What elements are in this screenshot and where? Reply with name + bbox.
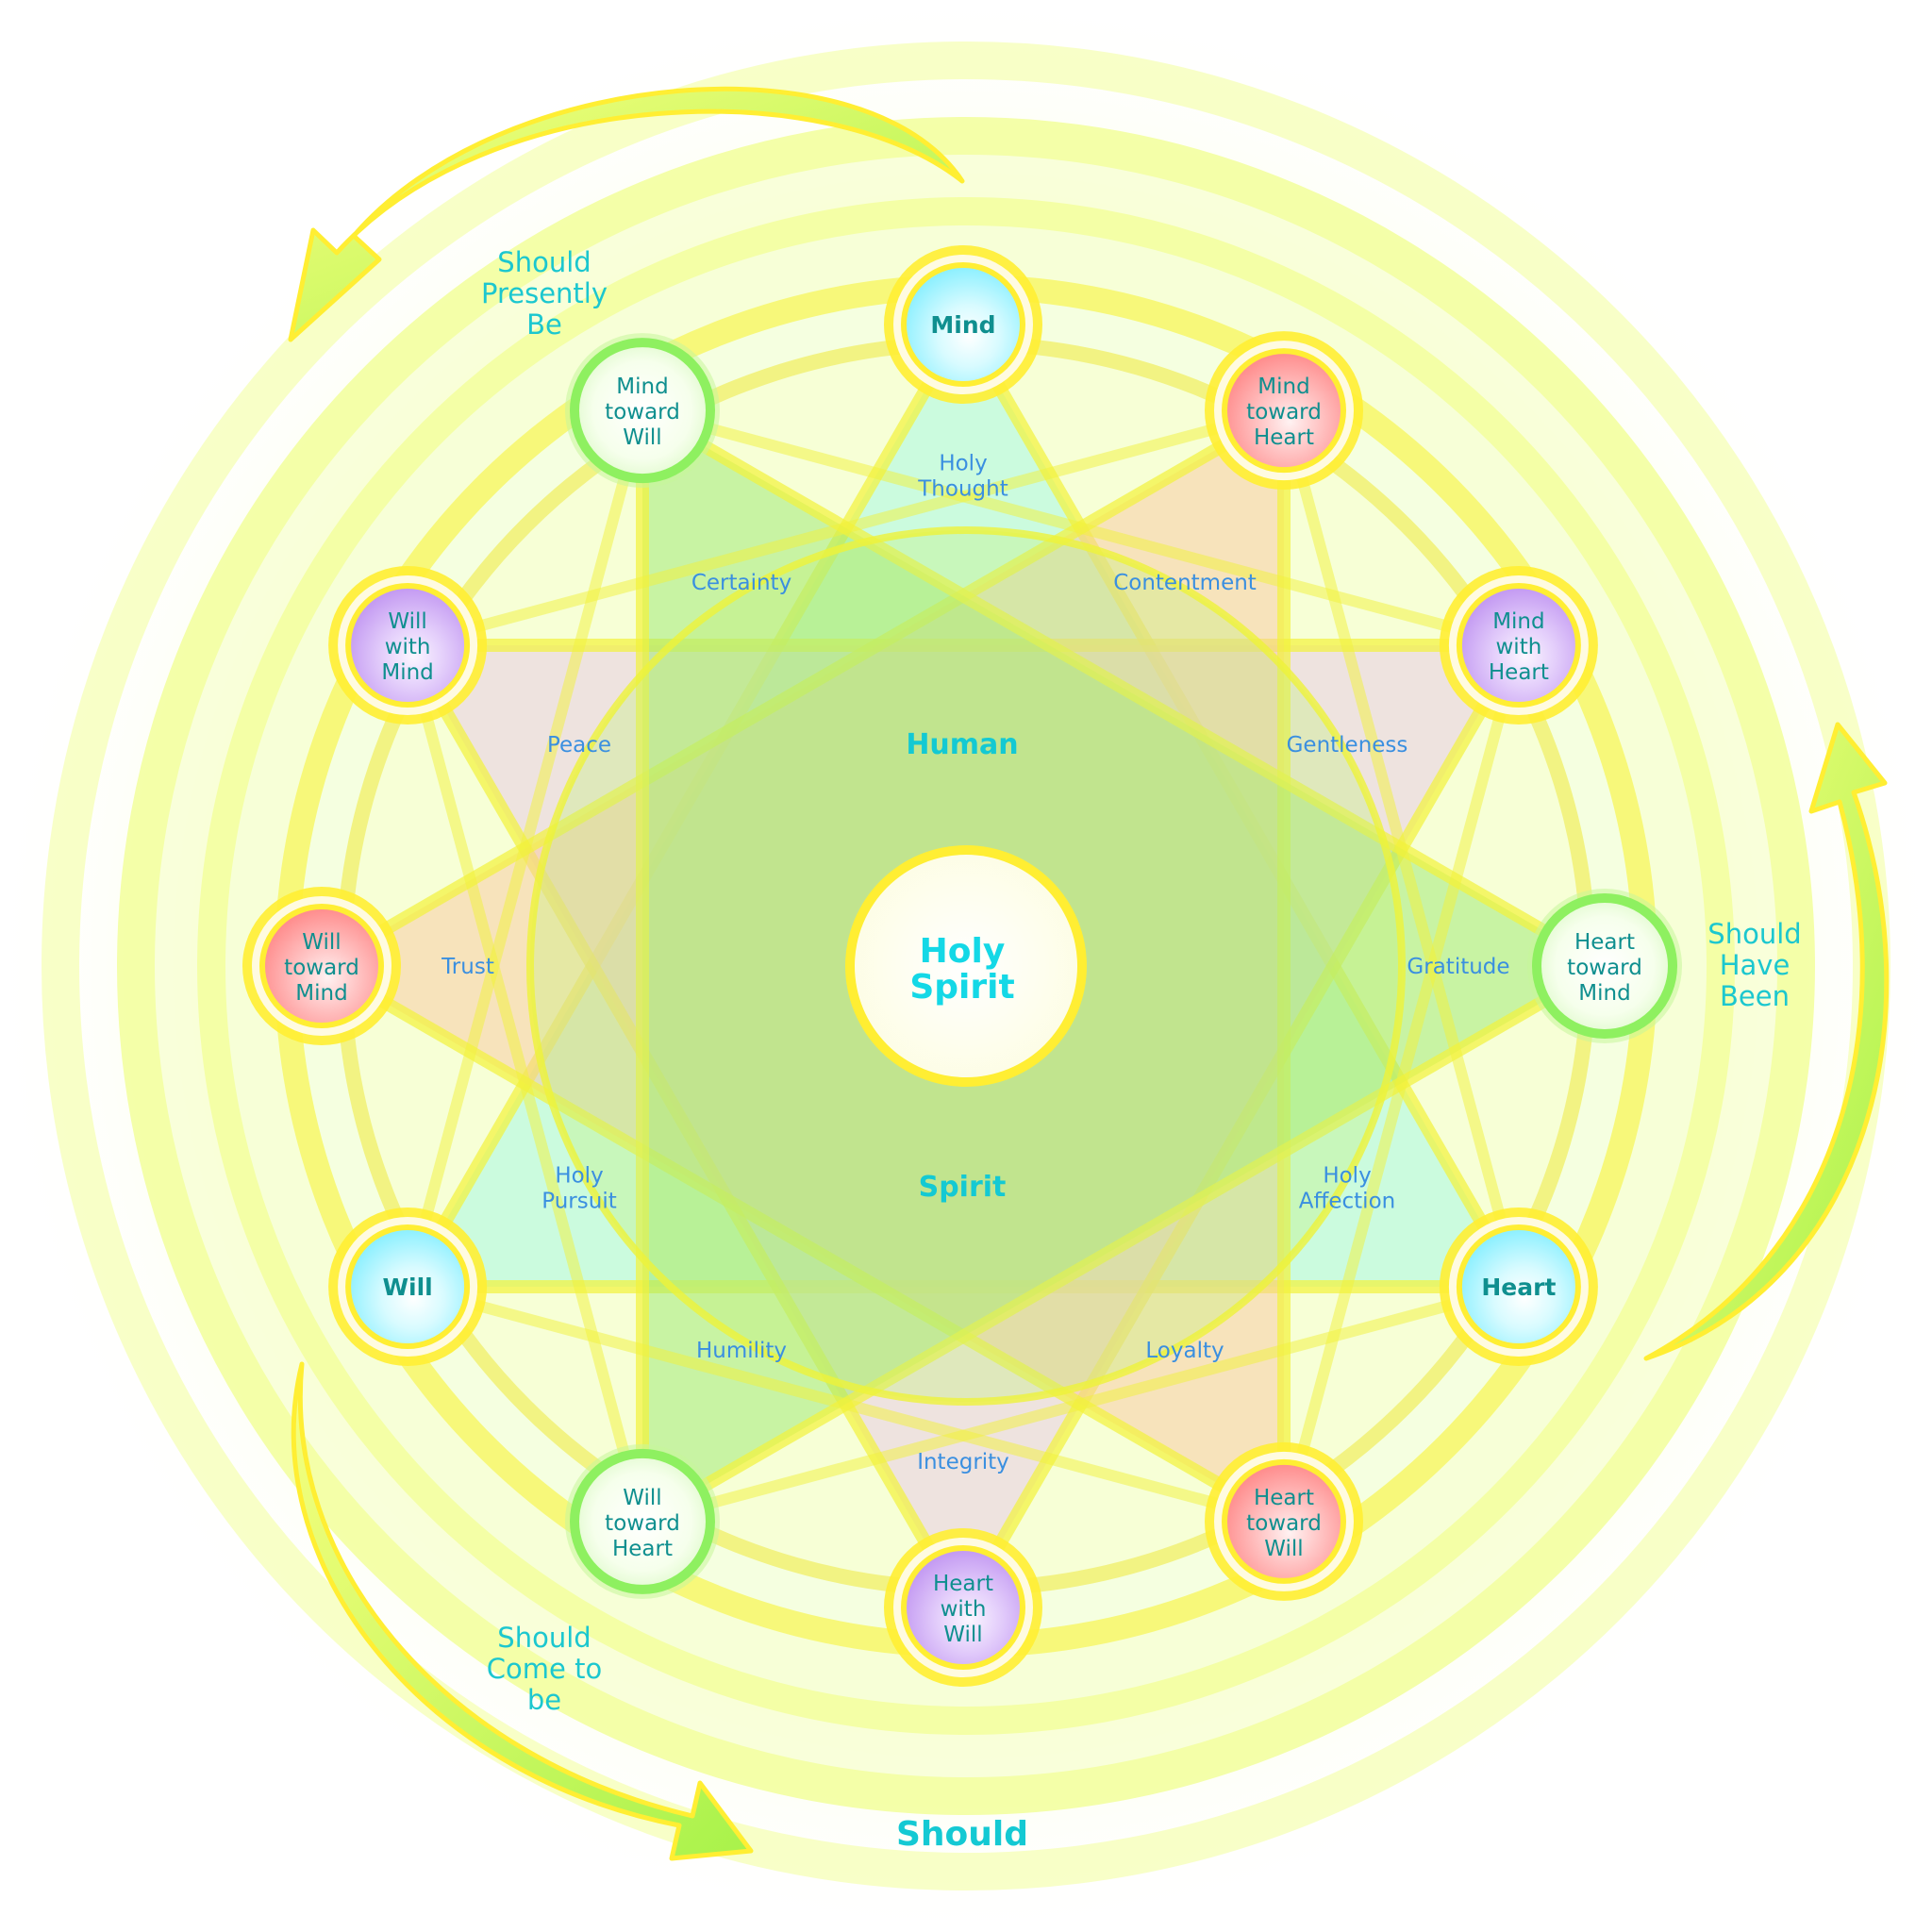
flow-label-line: be — [527, 1684, 561, 1716]
node-mind: Mind — [884, 245, 1042, 404]
node-label-line: Will — [943, 1623, 982, 1647]
node-label-line: Heart — [612, 1537, 673, 1561]
node-label-line: Mind — [295, 981, 347, 1006]
center-label-line2: Spirit — [909, 968, 1014, 1007]
virtue-certainty: Certainty — [691, 571, 791, 595]
node-label-line: Mind — [1257, 375, 1309, 399]
node-label-line: Heart — [1254, 1486, 1314, 1510]
virtue-label-line: Holy — [1323, 1164, 1371, 1189]
virtue-label-line: Humility — [696, 1339, 787, 1363]
node-heart: Heart — [1439, 1208, 1598, 1366]
flow-label-line: Been — [1720, 980, 1790, 1012]
node-label-line: Mind — [381, 660, 433, 685]
node-label-line: Mind — [1492, 609, 1544, 634]
node-label-line: toward — [605, 1511, 680, 1536]
flow-label-should-presently-be: Should Presently Be — [481, 246, 608, 341]
flow-label-should-come-to-be: Should Come to be — [487, 1622, 602, 1716]
node-label-line: toward — [1567, 956, 1642, 980]
flow-label-line: Should — [497, 246, 591, 278]
virtue-label-line: Affection — [1299, 1190, 1395, 1214]
node-label-line: toward — [605, 400, 680, 425]
virtue-label-line: Certainty — [691, 571, 791, 595]
flow-label-line: Come to — [487, 1653, 602, 1685]
virtue-label-line: Holy — [939, 452, 987, 476]
virtue-humility: Humility — [696, 1339, 787, 1363]
arrow-right — [1643, 722, 1890, 1361]
virtue-label-line: Integrity — [917, 1450, 1009, 1474]
virtue-label-line: Peace — [547, 733, 611, 758]
virtue-gratitude: Gratitude — [1407, 955, 1509, 979]
bottom-title: Should — [896, 1815, 1028, 1854]
node-label-line: with — [1496, 635, 1542, 659]
node-layer: MindMindtowardHeartMindwithHeartHearttow… — [242, 245, 1682, 1687]
virtue-labels: HolyThoughtContentmentGentlenessGratitud… — [441, 452, 1509, 1475]
node-label-line: Mind — [1578, 981, 1630, 1006]
node-label-line: Heart — [1574, 930, 1635, 955]
virtue-loyalty: Loyalty — [1145, 1339, 1224, 1363]
node-label-line: toward — [1246, 1511, 1322, 1536]
node-label-line: Will — [623, 1486, 661, 1510]
node-label-line: Will — [382, 1274, 432, 1301]
arrow-bottom-left — [291, 1361, 754, 1861]
node-label-line: Heart — [1254, 425, 1314, 450]
center-label-line1: Holy — [920, 932, 1006, 971]
node-label-line: with — [941, 1597, 987, 1622]
holy-spirit-center: Holy Spirit — [845, 845, 1087, 1087]
flow-label-line: Presently — [481, 277, 608, 309]
node-label-line: Mind — [616, 375, 668, 399]
virtue-label-line: Trust — [441, 955, 494, 979]
flow-arrows — [288, 86, 1890, 1861]
node-label-line: toward — [1246, 400, 1322, 425]
arrow-top-left — [288, 86, 965, 342]
node-label-line: Heart — [1481, 1274, 1556, 1301]
virtue-peace: Peace — [547, 733, 611, 758]
node-label-line: with — [385, 635, 431, 659]
node-label-line: Will — [388, 609, 426, 634]
triangle-toward-green — [636, 404, 1611, 1528]
node-will: Will — [328, 1208, 488, 1366]
virtue-contentment: Contentment — [1113, 571, 1257, 595]
flow-label-should-have-been: Should Have Been — [1707, 918, 1801, 1012]
node-label-line: Will — [302, 930, 341, 955]
inner-label-human: Human — [906, 728, 1018, 761]
virtue-label-line: Holy — [555, 1164, 603, 1189]
virtue-label-line: Gentleness — [1287, 733, 1408, 758]
node-label-line: Will — [1264, 1537, 1303, 1561]
virtue-label-line: Thought — [917, 477, 1008, 502]
node-label-line: Mind — [930, 311, 995, 339]
virtue-integrity: Integrity — [917, 1450, 1009, 1474]
virtue-label-line: Pursuit — [541, 1190, 616, 1214]
inner-label-spirit: Spirit — [919, 1171, 1007, 1204]
node-label-line: toward — [284, 956, 359, 980]
virtue-label-line: Contentment — [1113, 571, 1257, 595]
virtue-gentleness: Gentleness — [1287, 733, 1408, 758]
node-label-line: Will — [623, 425, 661, 450]
flow-label-line: Have — [1720, 949, 1790, 981]
node-label-line: Heart — [1489, 660, 1549, 685]
virtue-label-line: Gratitude — [1407, 955, 1509, 979]
virtue-label-line: Loyalty — [1145, 1339, 1224, 1363]
node-label-line: Heart — [933, 1572, 993, 1596]
virtue-trust: Trust — [441, 955, 494, 979]
flow-label-line: Should — [1707, 918, 1801, 950]
flow-label-line: Be — [526, 308, 562, 341]
flow-label-line: Should — [497, 1622, 591, 1654]
